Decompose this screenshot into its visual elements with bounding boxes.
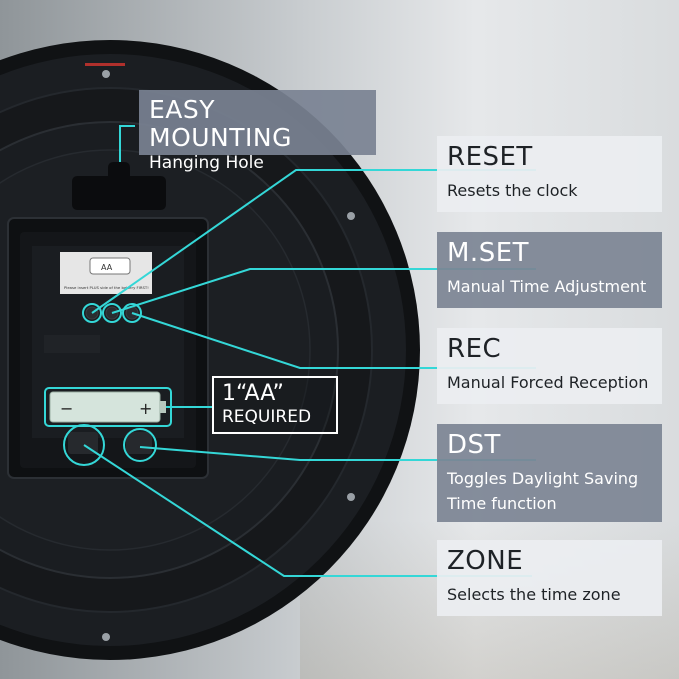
battery-minus-sign: − (60, 399, 73, 418)
dst-switch[interactable] (126, 432, 152, 454)
mounting-title: EASY MOUNTING (149, 95, 292, 152)
circle-reset (82, 303, 102, 323)
battery-plus-sign: + (139, 399, 152, 418)
mset-callout: M.SET Manual Time Adjustment (437, 232, 662, 308)
battery-required: REQUIRED (222, 407, 312, 427)
zone-desc: Selects the time zone (447, 585, 621, 604)
dst-desc-line2: Time function (447, 494, 557, 513)
circle-dst (123, 428, 157, 462)
reset-desc: Resets the clock (447, 181, 578, 200)
rec-title: REC (447, 334, 502, 364)
battery-highlight (44, 387, 172, 427)
top-red-mark (85, 63, 125, 66)
leader-mounting (119, 125, 135, 162)
battery-requirement-callout: 1“AA” REQUIRED (212, 376, 338, 434)
sticker-note: Please insert PLUS side of the battery F… (64, 285, 149, 290)
sticker-battery-drawing (89, 257, 131, 275)
dst-desc: Toggles Daylight Saving (447, 469, 639, 488)
rec-callout: REC Manual Forced Reception (437, 328, 662, 404)
reset-callout: RESET Resets the clock (437, 136, 662, 212)
screw-top (102, 70, 110, 78)
zone-title: ZONE (447, 546, 524, 576)
battery-count: 1“AA” (222, 381, 284, 406)
screw-right-lower (347, 493, 355, 501)
dst-title: DST (447, 430, 501, 460)
battery-tip (160, 401, 166, 413)
reset-title: RESET (447, 142, 533, 172)
sticker-battery-label: AA (101, 263, 113, 272)
dst-callout: DST Toggles Daylight Saving Time functio… (437, 424, 662, 522)
easy-mounting-callout: EASY MOUNTING Hanging Hole (139, 90, 376, 173)
circle-rec (122, 303, 142, 323)
mounting-subtitle: Hanging Hole (149, 153, 264, 173)
screw-bottom (102, 633, 110, 641)
circle-mset (102, 303, 122, 323)
rec-desc: Manual Forced Reception (447, 373, 649, 392)
screw-right-upper (347, 212, 355, 220)
hanging-hole (72, 162, 166, 210)
molded-text-mark (44, 335, 100, 353)
mset-desc: Manual Time Adjustment (447, 277, 647, 296)
mset-title: M.SET (447, 238, 530, 268)
zone-callout: ZONE Selects the time zone (437, 540, 662, 616)
